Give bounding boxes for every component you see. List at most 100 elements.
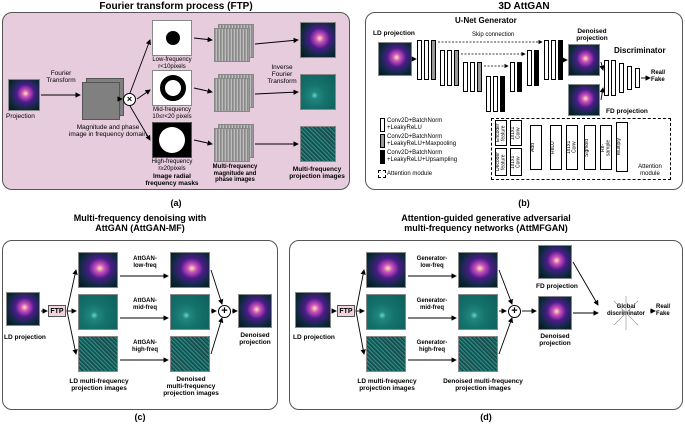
- legend-swatch-up: [380, 150, 385, 164]
- sum-operator-d: +: [508, 305, 521, 318]
- panel-b-caption: (b): [518, 198, 530, 208]
- ld-projection-d-label: LD projection: [293, 334, 335, 341]
- bottleneck-2: [493, 76, 498, 112]
- dec-block-2: [527, 50, 532, 86]
- sum-operator-c: +: [218, 305, 231, 318]
- den-high-c: [170, 336, 210, 372]
- mask-high-disc: [159, 127, 185, 153]
- panel-c-title: Multi-frequency denoising with AttGAN (A…: [73, 213, 207, 233]
- global-disc-icon: [609, 296, 643, 330]
- den-low-c: [170, 252, 210, 288]
- enc-pool-1: [431, 40, 436, 80]
- magnitude-phase-label: Magnitude and phase image in frequency d…: [68, 124, 148, 139]
- ld-projection-c-label: LD projection: [4, 334, 46, 341]
- panel-d-title: Attention-guided generative adversarial …: [401, 213, 571, 233]
- enc-block-4: [447, 50, 452, 86]
- disc-block-1: [604, 60, 609, 96]
- ftp-box-d: FTP: [337, 305, 355, 317]
- fourier-transform-label: Fourier Transform: [46, 70, 76, 85]
- enc-block-2: [424, 40, 429, 80]
- projection-image: [8, 79, 40, 111]
- ld-multi-d-label: LD multi-frequency projection images: [357, 378, 417, 393]
- att-module-label: Attention module: [638, 164, 662, 177]
- attgan-mid: AttGAN- mid-freq: [133, 298, 157, 311]
- attgan-low: AttGAN- low-freq: [133, 256, 157, 269]
- skip-connection-label: Skip connection: [472, 32, 515, 38]
- mid-mag-front: [214, 78, 250, 112]
- panel-c: [2, 240, 278, 410]
- projection-label: Projection: [6, 113, 35, 120]
- attention-module-box: [491, 118, 671, 180]
- disc-block-2: [611, 60, 616, 96]
- fd-projection-d: [538, 245, 572, 279]
- high-mag-front: [214, 128, 250, 162]
- denoised-c: [238, 294, 272, 328]
- disc-block-3: [619, 63, 624, 93]
- ld-low-d: [366, 252, 406, 288]
- panel-d-caption: (d): [480, 412, 492, 422]
- ld-low-c: [78, 252, 118, 288]
- ld-high-d: [366, 336, 406, 372]
- enc-pool-3: [477, 62, 482, 92]
- denoised-c-label: Denoised projection: [239, 332, 271, 347]
- mask-low-frame: [152, 20, 192, 56]
- dec-block-4: [551, 40, 556, 80]
- panel-b-title: 3D AttGAN: [498, 1, 550, 12]
- enc-block-3: [440, 50, 445, 86]
- dec-up-1: [517, 62, 522, 92]
- mid-freq-label: Mid-frequency 10≤r<20 pixels: [152, 107, 192, 120]
- panel-c-caption: (c): [134, 412, 146, 422]
- freq-stack-front: [82, 82, 120, 120]
- ftp-box-c: FTP: [48, 305, 66, 317]
- real-fake-b-label: Real/ Fake: [651, 70, 666, 83]
- denoised-multi-c-label: Denoised multi-frequency projection imag…: [163, 376, 219, 398]
- ld-projection-b-label: LD projection: [373, 30, 415, 37]
- mask-low-disc: [166, 31, 180, 45]
- generator-mid: Generator- mid-freq: [416, 298, 448, 311]
- den-mid-c: [170, 294, 210, 330]
- high-freq-projection: [300, 126, 336, 162]
- bottleneck-up: [500, 76, 505, 112]
- panel-a-title: Fourier transform process (FTP): [99, 1, 253, 12]
- legend-up-label: Conv2D+BatchNorm +LeakyReLU+Upsampling: [387, 150, 458, 163]
- legend-swatch-conv: [380, 118, 385, 132]
- low-freq-projection: [300, 22, 336, 58]
- enc-block-6: [470, 62, 475, 92]
- low-mag-front: [214, 28, 250, 62]
- legend-swatch-att: [378, 170, 386, 178]
- multi-mag-phase-label: Multi-frequency magnitude and phase imag…: [212, 164, 258, 184]
- panel-a-caption: (a): [170, 198, 182, 208]
- fd-projection-b-label: FD projection: [606, 108, 648, 115]
- fd-projection-d-label: FD projection: [536, 283, 578, 290]
- unet-label: U-Net Generator: [455, 16, 517, 25]
- low-freq-label: Low-frequency r<10pixels: [152, 57, 192, 70]
- ld-high-c: [78, 336, 118, 372]
- denoised-d: [538, 296, 572, 330]
- radial-masks-label: Image radial frequency masks: [145, 173, 199, 188]
- multi-proj-label: Multi-frequency projection images: [289, 166, 345, 181]
- dec-block-3: [544, 40, 549, 80]
- den-high-d: [458, 336, 498, 372]
- ld-mid-c: [78, 294, 118, 330]
- legend-swatch-pool: [380, 134, 385, 148]
- denoised-b: [568, 44, 600, 76]
- generator-low: Generator- low-freq: [416, 256, 448, 269]
- den-mid-d: [458, 294, 498, 330]
- ld-projection-b: [378, 42, 412, 76]
- ld-projection-d: [295, 292, 331, 328]
- mask-high-frame: [152, 122, 192, 158]
- mask-mid-frame: [152, 70, 192, 106]
- generator-high: Generator- high-freq: [416, 340, 448, 353]
- mask-mid-ring: [160, 75, 186, 101]
- denoised-d-label: Denoised projection: [539, 333, 571, 348]
- dec-block-1: [510, 62, 515, 92]
- dec-up-2: [534, 50, 539, 86]
- inverse-fourier-label: Inverse Fourier Transform: [267, 64, 297, 86]
- enc-block-5: [463, 62, 468, 92]
- legend-conv-label: Conv2D+BatchNorm +LeakyReLU: [387, 118, 443, 131]
- real-fake-d-label: Real/ Fake: [656, 304, 671, 317]
- ld-mid-d: [366, 294, 406, 330]
- enc-pool-2: [454, 50, 459, 86]
- discriminator-label: Discriminator: [614, 46, 666, 55]
- enc-block-1: [417, 40, 422, 80]
